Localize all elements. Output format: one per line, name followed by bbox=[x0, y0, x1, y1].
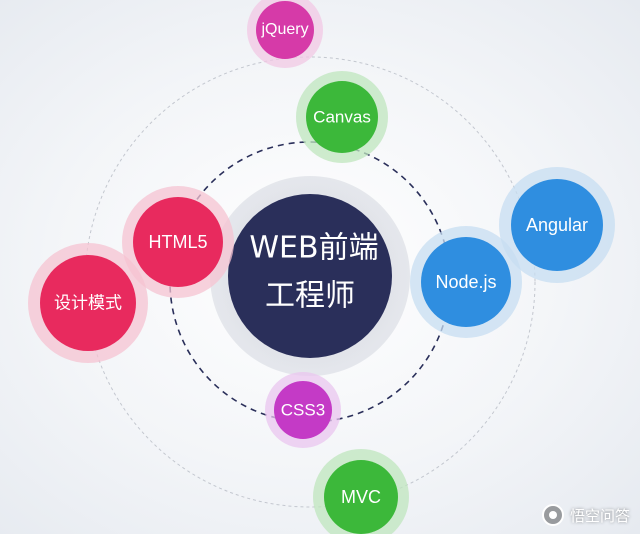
node-nodejs-circle bbox=[421, 237, 511, 327]
center-circle bbox=[228, 194, 392, 358]
node-mvc-circle bbox=[324, 460, 398, 534]
node-design-circle bbox=[40, 255, 136, 351]
center-title-line1: WEB前端 bbox=[249, 231, 378, 266]
node-angular-label: Angular bbox=[526, 215, 588, 235]
watermark-text: 悟空问答 bbox=[569, 506, 630, 525]
node-mvc: MVC bbox=[313, 449, 409, 534]
node-canvas: Canvas bbox=[296, 71, 388, 163]
node-html5-label: HTML5 bbox=[148, 232, 207, 252]
node-jquery-circle bbox=[256, 1, 314, 59]
outer-orbit bbox=[84, 56, 536, 508]
node-html5-circle bbox=[133, 197, 223, 287]
node-nodejs-label: Node.js bbox=[435, 272, 496, 292]
node-jquery-label: jQuery bbox=[260, 21, 308, 38]
node-angular: Angular bbox=[499, 167, 615, 283]
node-css3-circle bbox=[274, 381, 332, 439]
node-design-patterns: 设计模式 bbox=[28, 243, 148, 363]
node-canvas-circle bbox=[306, 81, 378, 153]
center-title-line2: 工程师 bbox=[265, 279, 355, 314]
node-html5: HTML5 bbox=[122, 186, 234, 298]
node-css3-label: CSS3 bbox=[281, 400, 325, 419]
node-nodejs: Node.js bbox=[410, 226, 522, 338]
wukong-logo-icon bbox=[541, 504, 564, 526]
watermark: 悟空问答 bbox=[541, 504, 630, 526]
node-jquery: jQuery bbox=[247, 0, 323, 68]
node-css3: CSS3 bbox=[265, 372, 341, 448]
node-design-label: 设计模式 bbox=[54, 293, 122, 312]
node-mvc-label: MVC bbox=[341, 487, 381, 507]
node-angular-circle bbox=[511, 179, 603, 271]
node-canvas-label: Canvas bbox=[313, 107, 371, 126]
